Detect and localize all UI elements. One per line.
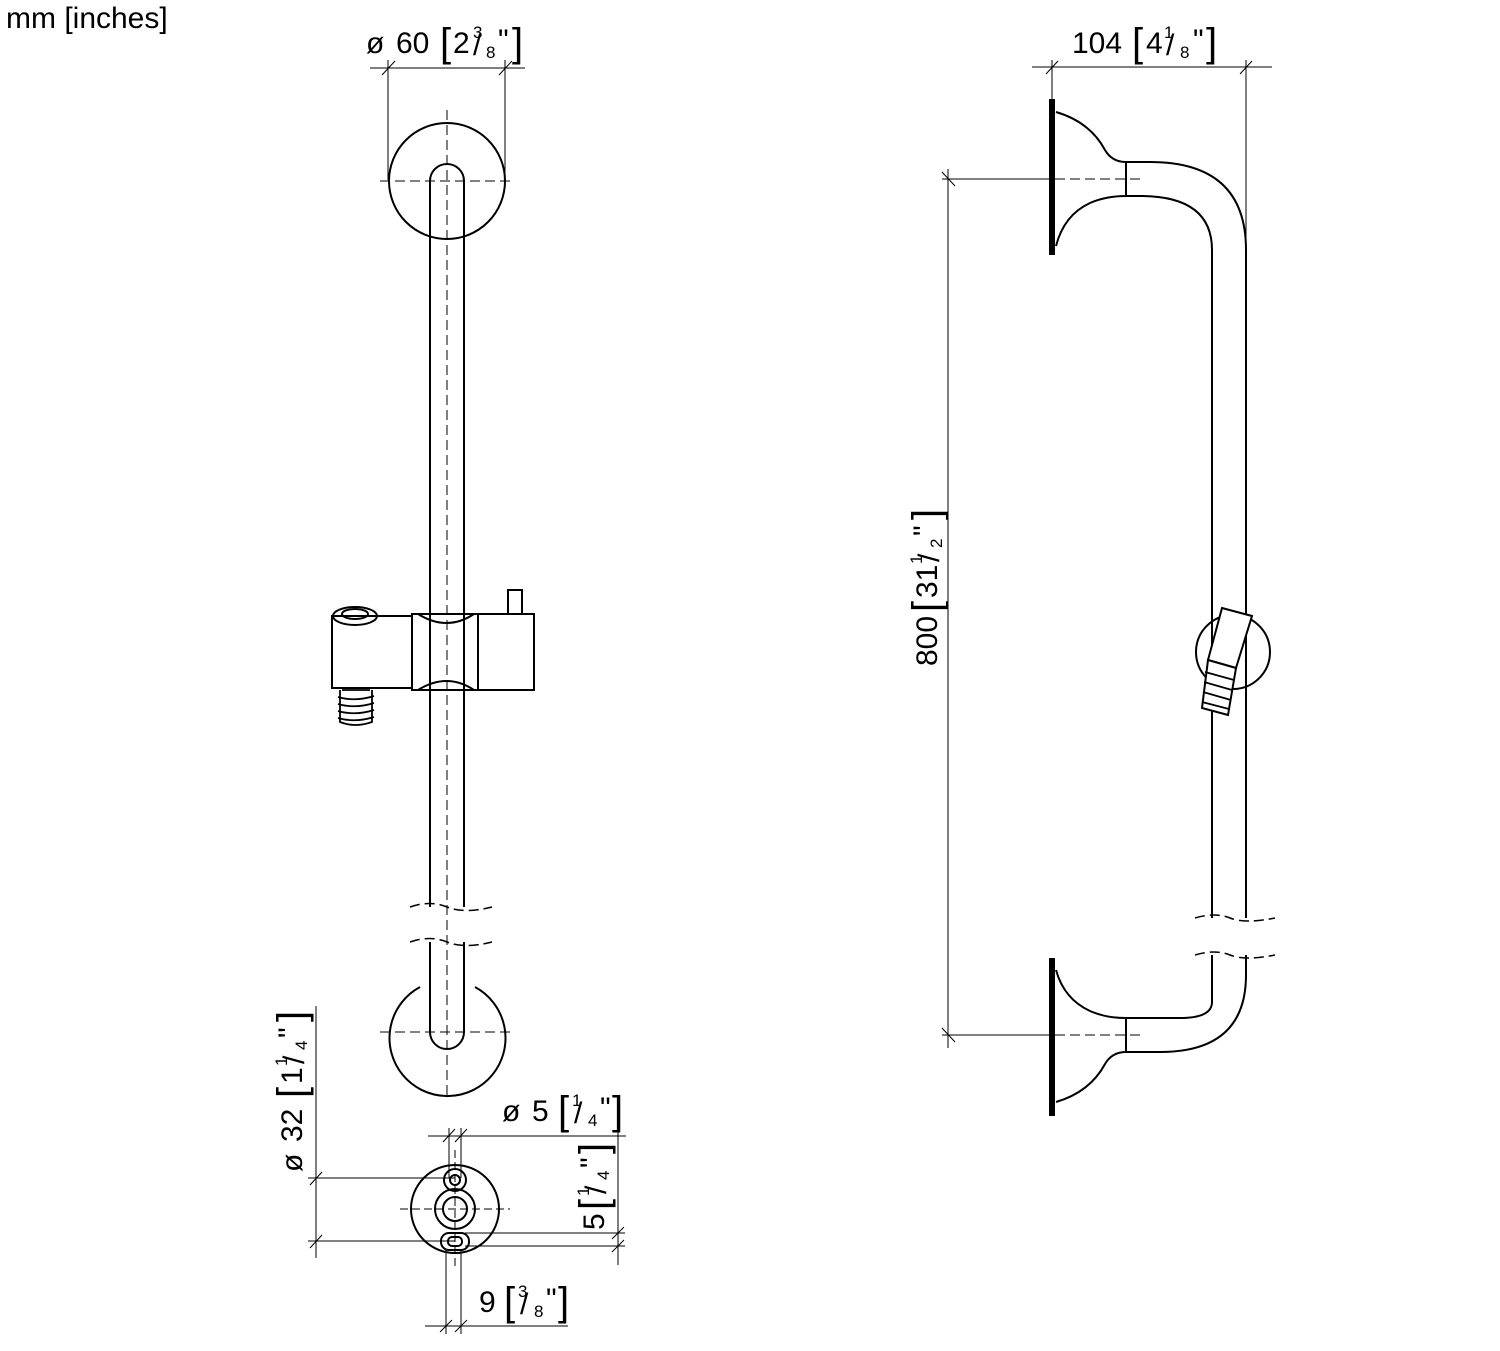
svg-text:1: 1 <box>276 1067 309 1084</box>
svg-text:]: ] <box>512 21 523 65</box>
svg-text:/: / <box>520 1288 529 1321</box>
svg-text:1: 1 <box>272 1057 291 1066</box>
svg-text:104: 104 <box>1072 27 1122 60</box>
svg-text:[: [ <box>270 1087 314 1098</box>
rail-break-bottom <box>409 937 493 947</box>
svg-text:[: [ <box>440 21 451 65</box>
svg-text:4: 4 <box>292 1041 311 1050</box>
svg-text:/: / <box>913 553 946 562</box>
hole-offset-label: 5 [ 1 / 4 " ] <box>572 1143 616 1230</box>
svg-text:31: 31 <box>911 565 944 598</box>
svg-text:4: 4 <box>1146 27 1163 60</box>
bottom-bracket <box>1055 955 1213 1019</box>
projection-label: 104 [ 4 1 / 8 " ] <box>1072 21 1217 65</box>
svg-text:": " <box>546 1283 557 1316</box>
svg-text:2: 2 <box>453 27 470 60</box>
svg-text:/: / <box>1166 29 1175 62</box>
svg-text:": " <box>908 525 941 536</box>
svg-text:]: ] <box>270 1011 314 1022</box>
svg-text:/: / <box>574 1097 583 1130</box>
rail-break-top <box>409 902 493 912</box>
slider-lock-body <box>478 613 535 691</box>
side-view <box>941 60 1276 1116</box>
svg-text:3: 3 <box>518 1282 527 1301</box>
svg-text:/: / <box>580 1185 613 1194</box>
svg-text:]: ] <box>612 1089 623 1133</box>
svg-text:": " <box>600 1092 611 1125</box>
side-dimension-lines <box>941 60 1272 1048</box>
slider-lock-knob <box>507 589 523 614</box>
flange-diameter-label: ø 60 [ 2 3 / 8 " ] <box>366 21 523 65</box>
base-diameter-label: ø 32 [ 1 1 / 4 " ] <box>270 1011 314 1172</box>
svg-text:1: 1 <box>572 1091 581 1110</box>
svg-text:2: 2 <box>927 539 946 548</box>
shower-slider <box>331 589 535 726</box>
front-view <box>331 60 535 1100</box>
svg-text:8: 8 <box>486 43 495 62</box>
svg-text:8: 8 <box>1180 43 1189 62</box>
slider-clamp <box>411 613 479 691</box>
svg-text:1: 1 <box>907 555 926 564</box>
hole-spacing-label: 9 [ 3 / 8 " ] <box>479 1280 569 1324</box>
svg-text:32: 32 <box>276 1109 309 1142</box>
svg-text:5: 5 <box>532 1095 549 1128</box>
hole-diameter-label: ø 5 [ 1 / 4 " ] <box>502 1089 623 1133</box>
svg-text:ø: ø <box>366 27 384 60</box>
svg-text:9: 9 <box>479 1286 496 1319</box>
detail-dimension-lines <box>308 1006 626 1334</box>
svg-text:": " <box>273 1027 306 1038</box>
svg-text:[: [ <box>905 601 949 612</box>
svg-text:5: 5 <box>578 1213 611 1230</box>
svg-text:]: ] <box>905 509 949 520</box>
top-bracket <box>1055 111 1247 918</box>
svg-text:[: [ <box>1132 21 1143 65</box>
svg-text:]: ] <box>1206 21 1217 65</box>
svg-text:60: 60 <box>396 27 429 60</box>
svg-text:1: 1 <box>1164 23 1173 42</box>
svg-text:]: ] <box>558 1280 569 1324</box>
side-holder <box>1200 606 1254 717</box>
svg-text:[: [ <box>572 1199 616 1210</box>
svg-text:": " <box>1193 24 1204 57</box>
holder-socket <box>332 606 378 626</box>
svg-text:": " <box>575 1157 608 1168</box>
svg-text:/: / <box>278 1055 311 1064</box>
svg-text:4: 4 <box>594 1171 613 1180</box>
hose-thread <box>337 689 375 726</box>
length-label: 800 [ 31 1 / 2 " ] <box>905 509 949 666</box>
front-centerlines <box>380 110 512 1100</box>
svg-text:800: 800 <box>911 616 944 666</box>
svg-text:8: 8 <box>534 1302 543 1321</box>
handshower-holder <box>331 615 413 689</box>
svg-text:[: [ <box>504 1280 515 1324</box>
svg-text:[: [ <box>558 1089 569 1133</box>
detail-view <box>308 1006 626 1334</box>
svg-text:3: 3 <box>473 23 482 42</box>
svg-text:ø: ø <box>276 1154 309 1172</box>
bottom-wall-flange <box>388 986 507 1097</box>
svg-text:": " <box>498 24 509 57</box>
svg-text:1: 1 <box>574 1187 593 1196</box>
svg-text:4: 4 <box>588 1111 597 1130</box>
svg-text:ø: ø <box>502 1095 520 1128</box>
svg-text:]: ] <box>572 1143 616 1154</box>
svg-text:/: / <box>473 29 482 62</box>
flange-dimension-lines <box>370 60 525 180</box>
units-label: mm [inches] <box>6 2 168 35</box>
